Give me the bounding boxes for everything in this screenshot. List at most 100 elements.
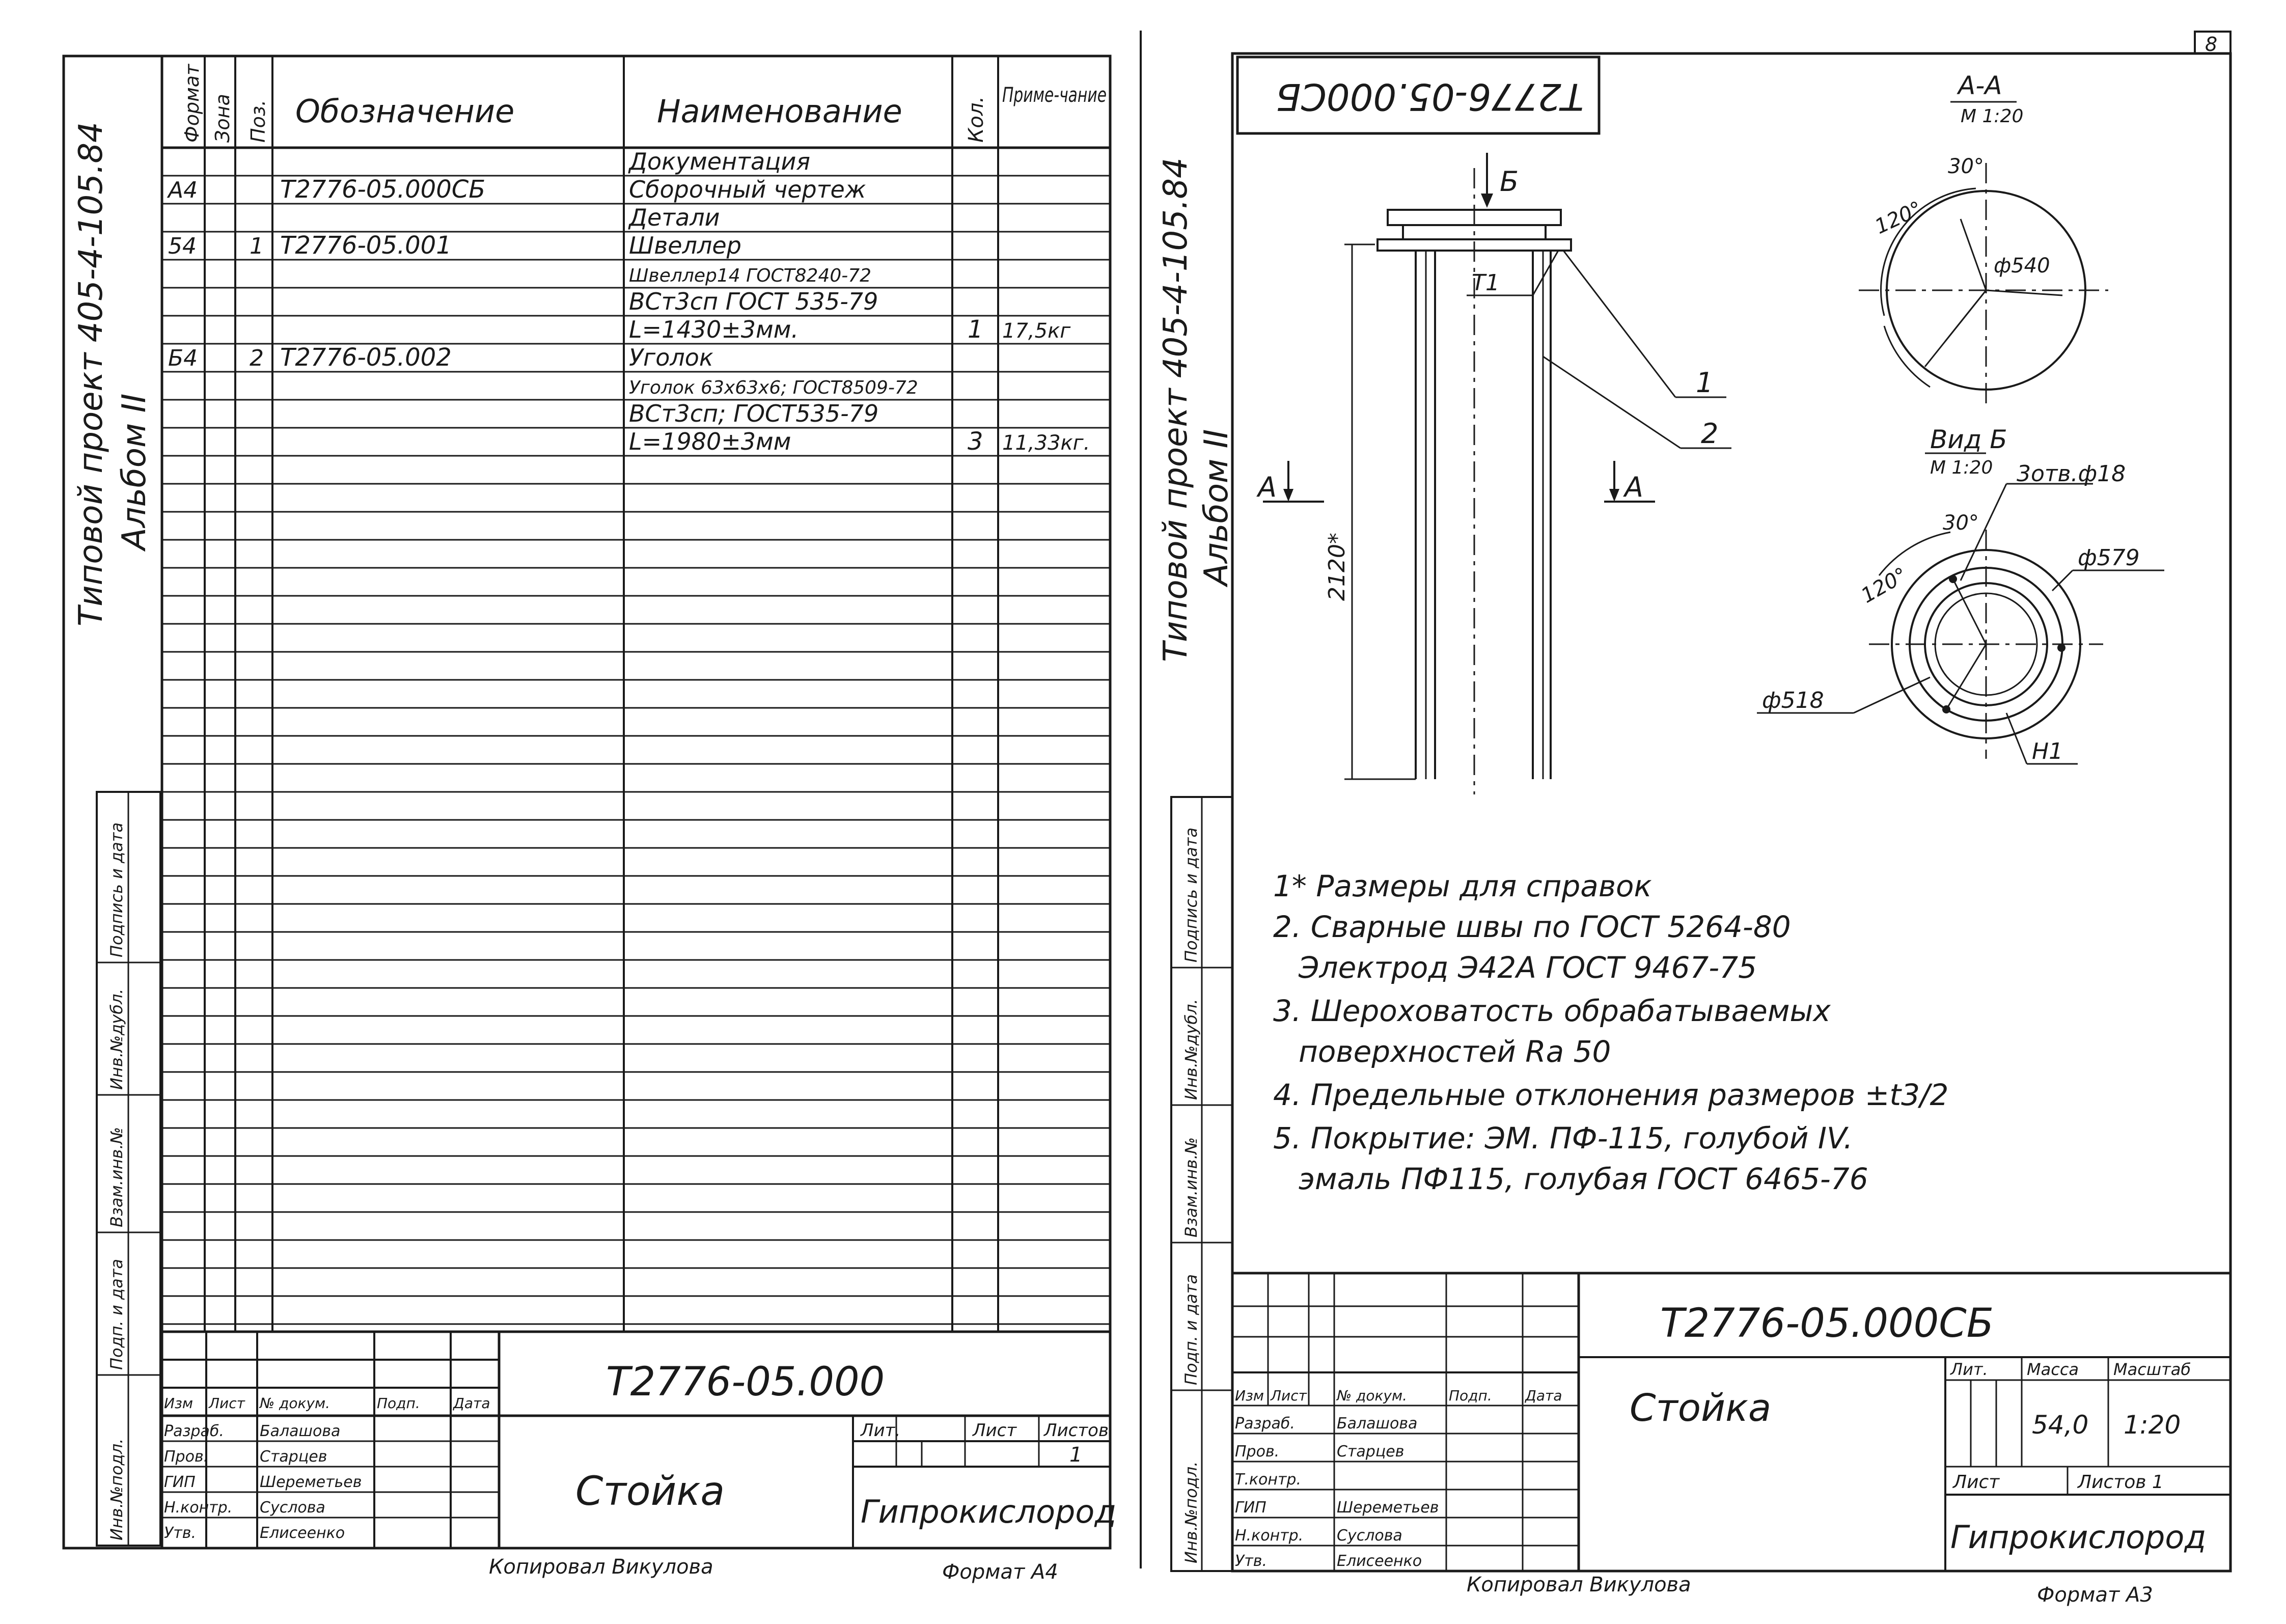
left-format-note: Формат А4 — [942, 1560, 1058, 1584]
cell-designation: Т2776-05.001 — [280, 231, 452, 260]
sheet-number-box — [2194, 31, 2232, 54]
rtb-listov: Листов 1 — [2077, 1472, 2164, 1493]
cell-name: Швеллер14 ГОСТ8240-72 — [629, 265, 871, 286]
rtb-mass-value: 54,0 — [2032, 1410, 2088, 1440]
right-side-project: Типовой проект 405-4-105.84 — [1157, 157, 1195, 662]
cell-name: ВСт3сп ГОСТ 535-79 — [629, 288, 878, 315]
left-stamp-label: Инв.№подл. — [107, 1439, 126, 1540]
cut-a-left-label: А — [1256, 471, 1277, 503]
cell-name: L=1980±3мм — [629, 428, 791, 455]
left-sheet: Типовой проект 405-4-105.84 Альбом II Ин… — [62, 54, 1116, 1584]
note-line: эмаль ПФ115, голубая ГОСТ 6465-76 — [1299, 1162, 1868, 1196]
technical-notes: 1* Размеры для справок 2. Сварные швы по… — [1273, 869, 1948, 1196]
cell-name: ВСт3сп; ГОСТ535-79 — [629, 400, 878, 427]
col-header-pos: Поз. — [247, 100, 269, 143]
rtb-role: Разраб. — [1235, 1415, 1295, 1433]
tb-org: Гипрокислород — [861, 1493, 1116, 1530]
right-stamp-label: Подпись и дата — [1181, 828, 1201, 962]
cell-name: L=1430±3мм. — [629, 316, 798, 343]
cell-pos: 2 — [250, 345, 264, 371]
mirror-code: Т2776-05.000СБ — [1276, 75, 1584, 118]
view-holes: 3отв.ф18 — [2017, 461, 2126, 487]
right-side-album: Альбом II — [1198, 429, 1235, 588]
rtb-role: Н.контр. — [1235, 1527, 1303, 1545]
section-scale: М 1:20 — [1961, 106, 2023, 127]
col-header-qty: Кол. — [965, 96, 988, 143]
cell-designation: Т2776-05.000СБ — [280, 175, 485, 204]
tb-name: Стойка — [575, 1469, 725, 1515]
aa-diameter: ф540 — [1994, 254, 2050, 278]
weld-label: Т1 — [1472, 270, 1500, 296]
rtb-person: Балашова — [1337, 1415, 1417, 1433]
note-line: 4. Предельные отклонения размеров ±t3/2 — [1273, 1078, 1948, 1112]
left-side-stamp: Инв.№подл. Подп. и дата Взам.инв.№ Инв.№… — [96, 791, 161, 1547]
right-side-stamp: Инв.№подл. Подп. и дата Взам.инв.№ Инв.№… — [1170, 796, 1233, 1572]
section-title: А-А — [1957, 71, 2002, 100]
right-sheet: 8 Типовой проект 405-4-105.84 Альбом II … — [1140, 31, 2232, 1607]
note-line: 1* Размеры для справок — [1273, 869, 1652, 903]
left-stamp-label: Подп. и дата — [107, 1259, 126, 1370]
cell-name: Швеллер — [629, 232, 741, 259]
col-header-note: Приме-чание — [1002, 84, 1107, 107]
tb-listov-value: 1 — [1069, 1443, 1082, 1467]
right-stamp-label: Инв.№подл. — [1181, 1462, 1201, 1563]
cell-name: Детали — [628, 204, 720, 231]
right-stamp-label: Подп. и дата — [1181, 1274, 1201, 1385]
rtb-role: ГИП — [1235, 1499, 1266, 1517]
cell-note: 11,33кг. — [1002, 431, 1090, 455]
rtb-col-doc: № докум. — [1336, 1387, 1407, 1404]
rtb-designation: Т2776-05.000СБ — [1660, 1301, 1994, 1346]
right-stamp-label: Взам.инв.№ — [1181, 1137, 1201, 1237]
arrow-b-label: Б — [1500, 166, 1519, 198]
rtb-person: Суслова — [1337, 1527, 1402, 1545]
view-scale: М 1:20 — [1930, 457, 1993, 478]
right-stamp-label: Инв.№дубл. — [1181, 999, 1201, 1100]
rtb-role: Пров. — [1235, 1443, 1279, 1461]
tb-lit: Лит. — [860, 1420, 900, 1441]
tb-person: Старцев — [260, 1448, 327, 1466]
rtb-org: Гипрокислород — [1950, 1519, 2206, 1556]
rtb-person: Старцев — [1337, 1443, 1404, 1461]
cell-pos: 1 — [250, 233, 264, 259]
col-header-zone: Зона — [211, 94, 234, 143]
left-stamp-label: Взам.инв.№ — [107, 1127, 126, 1227]
cell-format: Б4 — [168, 345, 198, 371]
left-side-project: Типовой проект 405-4-105.84 — [72, 122, 110, 626]
tb-person: Балашова — [260, 1422, 340, 1440]
cell-format: 54 — [168, 233, 197, 259]
table-row: ВСт3сп; ГОСТ535-79 — [629, 400, 878, 427]
tb-role: Утв. — [164, 1524, 196, 1542]
tb-role: ГИП — [164, 1473, 196, 1491]
tb-col-doc: № докум. — [259, 1395, 330, 1412]
view-b: Вид Б М 1:20 3отв.ф18 120° 30° ф579 ф518 — [1757, 425, 2164, 765]
left-stamp-label: Подпись и дата — [107, 822, 126, 957]
note-line: 5. Покрытие: ЭМ. ПФ-115, голубой IV. — [1273, 1121, 1853, 1155]
vb-diameter-518: ф518 — [1762, 687, 1824, 713]
position-2-label: 2 — [1701, 418, 1718, 450]
table-row: L=1980±3мм 3 11,33кг. — [629, 427, 1090, 456]
rtb-scale-value: 1:20 — [2124, 1410, 2181, 1440]
view-title: Вид Б — [1930, 425, 2007, 454]
aa-angle-30: 30° — [1948, 155, 1984, 178]
rtb-col-date: Дата — [1524, 1387, 1562, 1404]
position-1-label: 1 — [1696, 367, 1713, 399]
rtb-person: Елисеенко — [1337, 1552, 1422, 1570]
left-side-album: Альбом II — [116, 394, 153, 552]
rtb-col-list: Лист — [1270, 1387, 1307, 1404]
table-row: Швеллер14 ГОСТ8240-72 — [629, 265, 871, 286]
right-format-note: Формат А3 — [2037, 1583, 2153, 1607]
cell-qty: 3 — [968, 427, 983, 456]
note-line: 2. Сварные швы по ГОСТ 5264-80 — [1273, 910, 1791, 944]
table-row: Уголок 63х63х6; ГОСТ8509-72 — [629, 377, 918, 398]
left-copied: Копировал Викулова — [489, 1555, 713, 1579]
rtb-mass: Масса — [2027, 1360, 2079, 1379]
cell-name: Уголок — [629, 344, 713, 371]
note-line: 3. Шероховатость обрабатываемых — [1273, 994, 1831, 1028]
col-header-designation: Обозначение — [295, 93, 514, 130]
table-row: Детали — [628, 204, 720, 231]
cell-name: Уголок 63х63х6; ГОСТ8509-72 — [629, 377, 918, 398]
right-title-block: Изм Лист № докум. Подп. Дата Разраб. Бал… — [1232, 1272, 2230, 1571]
rtb-role: Утв. — [1235, 1552, 1267, 1570]
